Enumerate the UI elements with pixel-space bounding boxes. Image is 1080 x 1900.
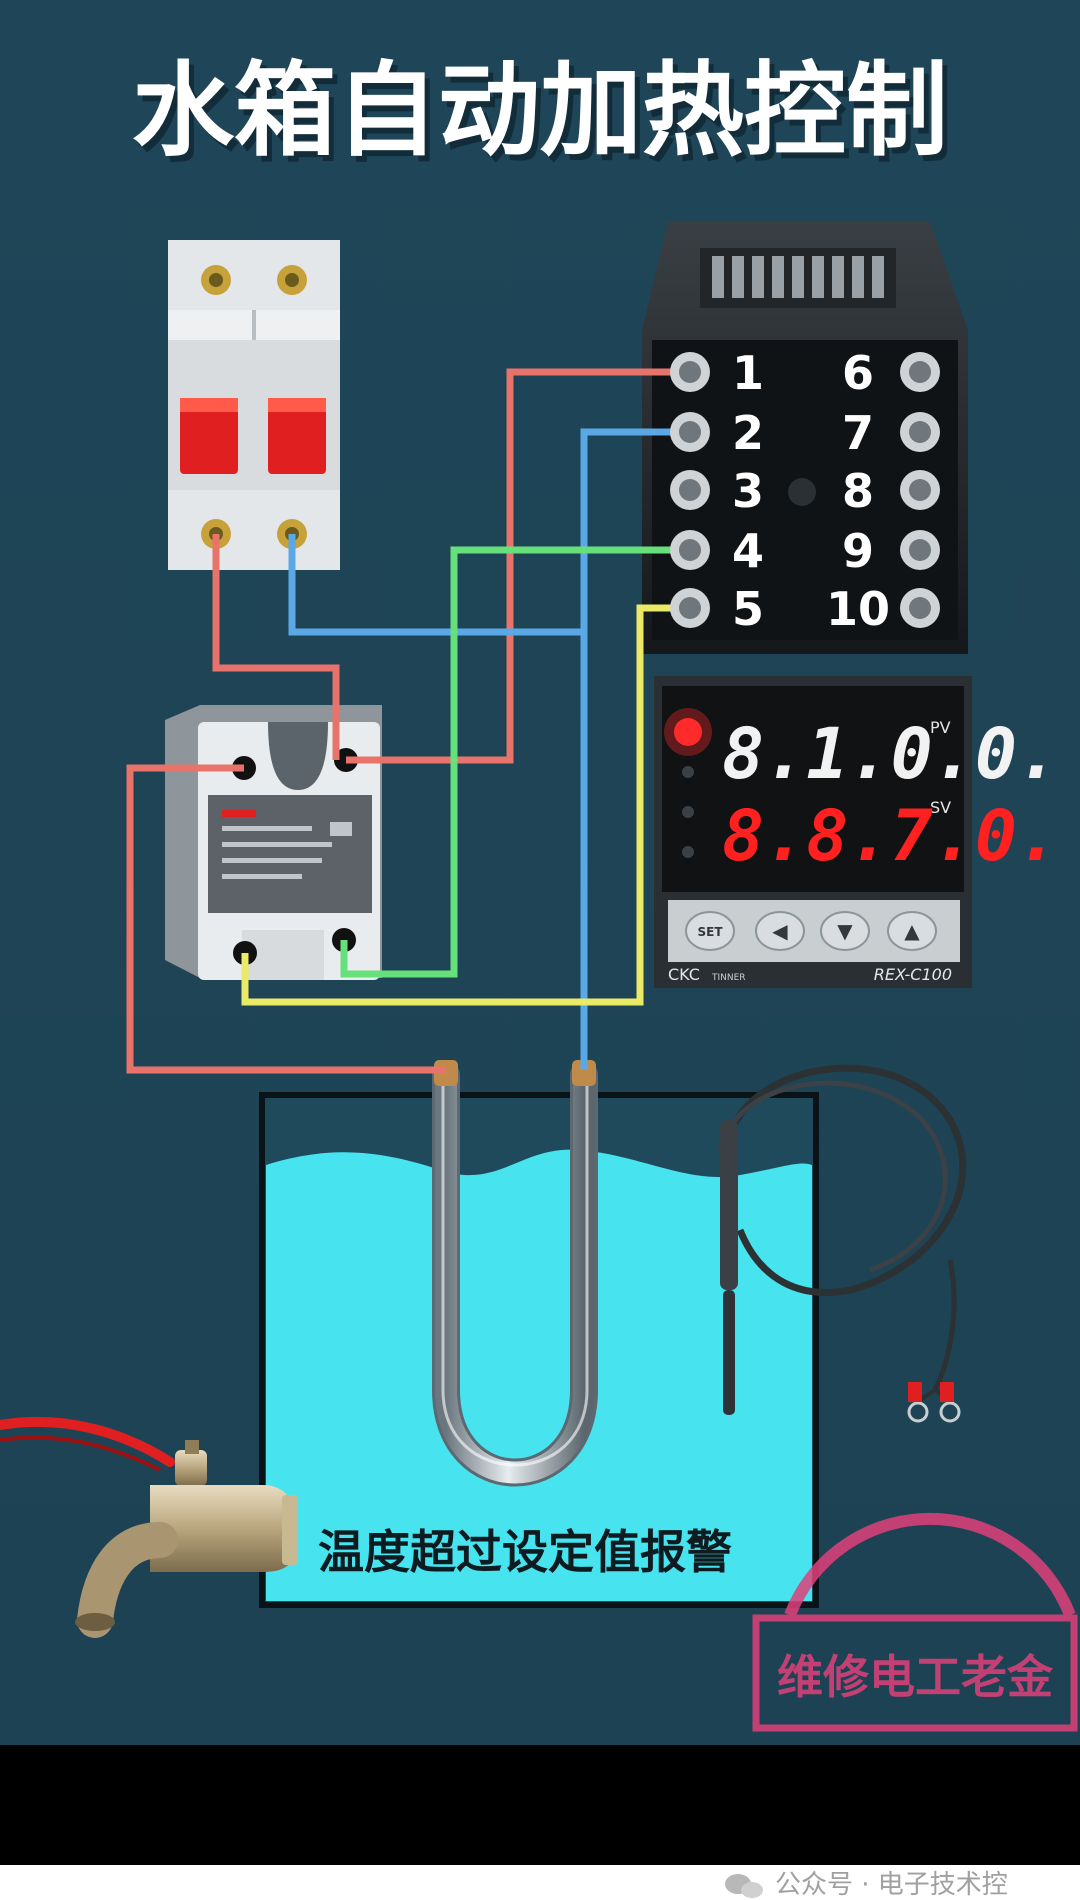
down-arrow-icon: ▼	[837, 919, 853, 943]
solid-state-relay	[165, 705, 382, 980]
set-button-label: SET	[697, 925, 723, 939]
heating-element	[432, 1060, 598, 1487]
sv-display: 8.8.7.0.	[722, 795, 1059, 877]
wire-blue-breaker	[288, 534, 584, 636]
set-button[interactable]	[685, 911, 735, 951]
title-shadow: 水箱自动加热控制	[137, 58, 953, 177]
thermocouple-probe	[717, 1064, 967, 1423]
breaker-toggle-right[interactable]	[268, 398, 326, 474]
up-button[interactable]	[887, 911, 937, 951]
temperature-controller: PV SV 8.1.0.0. 8.8.7.0. SET ◀ ▼ ▲ CKC TI…	[654, 676, 1059, 988]
wire-red-breaker	[212, 534, 340, 760]
terminal-screws	[670, 352, 940, 628]
controller-brand-sub: TINNER	[711, 973, 746, 983]
footer-account: 公众号 · 电子技术控	[775, 1870, 1008, 1900]
stamp-text: 维修电工老金	[777, 1650, 1054, 1704]
watermark-stamp: 维修电工老金	[752, 1512, 1078, 1732]
shift-button[interactable]	[755, 911, 805, 951]
water-faucet	[0, 1416, 298, 1638]
circuit-breaker	[168, 240, 340, 570]
terminal-6: 6	[842, 346, 874, 400]
terminal-5: 5	[732, 582, 764, 636]
wiring	[126, 368, 688, 1074]
breaker-toggle-left[interactable]	[180, 398, 238, 474]
terminal-4: 4	[732, 524, 764, 578]
wire-red-heater	[126, 764, 446, 1074]
terminal-8: 8	[842, 464, 874, 518]
wire-yellow-terminal-5	[241, 604, 688, 1006]
wire-green-terminal-4	[340, 546, 688, 978]
wechat-icon	[725, 1874, 763, 1898]
terminal-1: 1	[732, 346, 764, 400]
down-button[interactable]	[820, 911, 870, 951]
footer-bar: 公众号 · 电子技术控	[0, 1865, 1080, 1900]
controller-model: REX-C100	[874, 965, 952, 984]
shift-arrow-icon: ◀	[772, 919, 788, 943]
terminal-7: 7	[842, 406, 874, 460]
pv-display: 8.1.0.0.	[722, 713, 1059, 795]
alarm-caption: 温度超过设定值报警	[318, 1525, 732, 1579]
terminal-3: 3	[732, 464, 764, 518]
bottom-black-bar	[0, 1745, 1080, 1865]
terminal-9: 9	[842, 524, 874, 578]
alarm-led-icon	[674, 718, 702, 746]
water-body	[266, 1149, 812, 1601]
page-title: 水箱自动加热控制	[132, 52, 948, 171]
wire-blue-terminal-2	[580, 428, 688, 1070]
terminal-numbers: 1 2 3 4 5 6 7 8 9 10	[732, 346, 890, 636]
sv-label: SV	[930, 798, 951, 817]
controller-brand: CKC	[668, 965, 700, 984]
up-arrow-icon: ▲	[904, 919, 920, 943]
terminal-2: 2	[732, 406, 764, 460]
wire-red-terminal-1	[346, 368, 688, 764]
terminal-10: 10	[826, 582, 890, 636]
pv-label: PV	[930, 718, 951, 737]
